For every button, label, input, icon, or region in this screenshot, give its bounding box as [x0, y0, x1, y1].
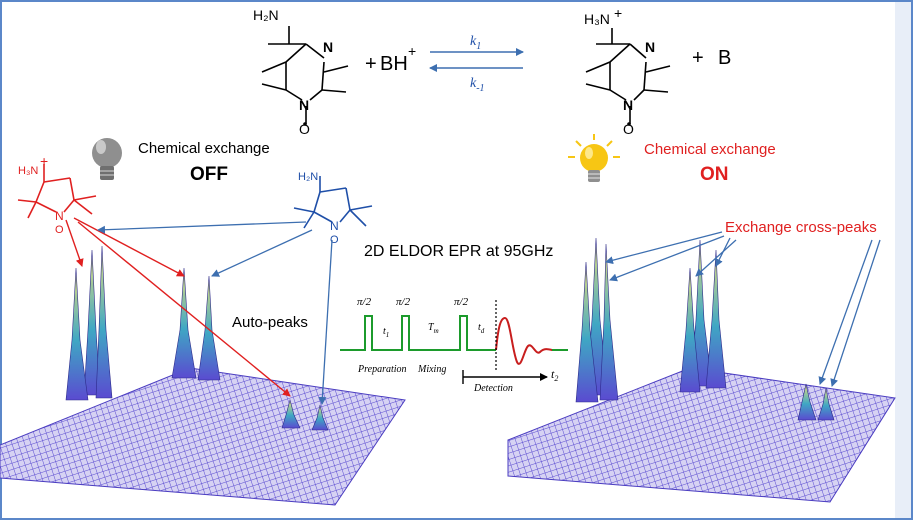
lightbulb-off-icon: [92, 138, 122, 180]
exchange-off-state: OFF: [190, 164, 228, 185]
delay-label-t1: t1: [383, 326, 389, 339]
reactant-nitroxide-n: N: [299, 97, 309, 113]
spectrum-off-autopeak: [311, 404, 329, 431]
reactant-oxygen: O: [299, 121, 310, 137]
spectrum-on-crosspeak: [575, 261, 599, 403]
auto-peaks-label: Auto-peaks: [232, 314, 308, 331]
cross-peaks-label: Exchange cross-peaks: [725, 219, 877, 236]
pulse-label-1: π/2: [357, 296, 372, 308]
reagent-bh: BH: [380, 53, 408, 75]
pulse-label-2: π/2: [396, 296, 411, 308]
lightbulb-on-icon: [568, 134, 620, 182]
forward-rate-label: k1: [470, 34, 481, 52]
cross-peak-pointer-arrows: [605, 231, 881, 387]
spectrum-off-autopeak: [65, 267, 89, 401]
spectrum-off-autopeak: [197, 275, 221, 381]
spectrum-off-mesh-floor: [0, 367, 406, 506]
reaction-plus-left: +: [365, 53, 377, 75]
product-radical-dot: [627, 122, 631, 126]
protonated-oxygen: O: [55, 224, 64, 236]
spectrum-on-crosspeak: [797, 383, 817, 421]
spectrum-on-crosspeak: [705, 249, 727, 389]
spectrum-on-crosspeak: [817, 387, 835, 421]
neutral-ring-n: N: [330, 219, 339, 233]
right-margin-strip: [895, 2, 911, 518]
reagent-charge: +: [408, 43, 416, 59]
spectrum-off-autopeak: [281, 398, 301, 429]
red-pointer-arrows: [65, 217, 291, 397]
product-molecule: [585, 28, 671, 124]
spectrum-off-autopeak: [171, 267, 197, 379]
delay-label-td: td: [478, 322, 485, 335]
exchange-on-state: ON: [700, 164, 729, 185]
pulse-train-line: [340, 315, 496, 351]
reactant-ring-n: N: [323, 39, 333, 55]
product-ammonium-charge: +: [614, 5, 622, 21]
pulse-sequence-diagram: [340, 300, 568, 384]
eldor-title: 2D ELDOR EPR at 95GHz: [364, 243, 554, 260]
neutral-oxygen: O: [330, 234, 339, 246]
spectrum-off-3d-plot: [0, 245, 406, 506]
blue-pointer-arrows: [97, 221, 333, 405]
product-base-b: B: [718, 47, 731, 69]
spectrum-on-crosspeak: [679, 267, 701, 393]
reactant-amine-label: H₂N: [253, 7, 279, 23]
exchange-off-label: Chemical exchange: [138, 140, 270, 157]
t2-label: t2: [551, 367, 558, 383]
phase-preparation: Preparation: [357, 364, 407, 375]
reactant-molecule: [261, 26, 349, 124]
product-ammonium-label: H₃N: [584, 11, 610, 27]
reactant-radical-dot: [303, 122, 307, 126]
product-oxygen: O: [623, 121, 634, 137]
protonated-radical-molecule: [17, 164, 97, 219]
phase-detection: Detection: [473, 383, 513, 394]
product-nitroxide-n: N: [623, 97, 633, 113]
spectrum-off-autopeak: [83, 249, 101, 396]
protonated-ammonium-label: H₃N: [18, 165, 38, 177]
neutral-radical-molecule: [293, 176, 373, 229]
pulse-label-3: π/2: [454, 296, 469, 308]
protonated-ring-n: N: [55, 209, 64, 223]
product-ring-n: N: [645, 39, 655, 55]
spectrum-off-autopeak: [95, 245, 113, 399]
delay-label-tm: Tm: [428, 322, 439, 335]
reaction-plus-right: +: [692, 47, 704, 69]
exchange-on-label: Chemical exchange: [644, 141, 776, 158]
phase-mixing: Mixing: [417, 364, 446, 375]
reverse-rate-label: k-1: [470, 76, 485, 94]
protonated-charge: +: [40, 153, 48, 169]
spectrum-on-mesh-floor: [507, 367, 896, 503]
spectrum-on-crosspeak: [599, 243, 619, 401]
neutral-amine-label: H₂N: [298, 171, 318, 183]
free-induction-decay-signal: [495, 316, 568, 365]
spectrum-on-3d-plot: [507, 237, 896, 503]
